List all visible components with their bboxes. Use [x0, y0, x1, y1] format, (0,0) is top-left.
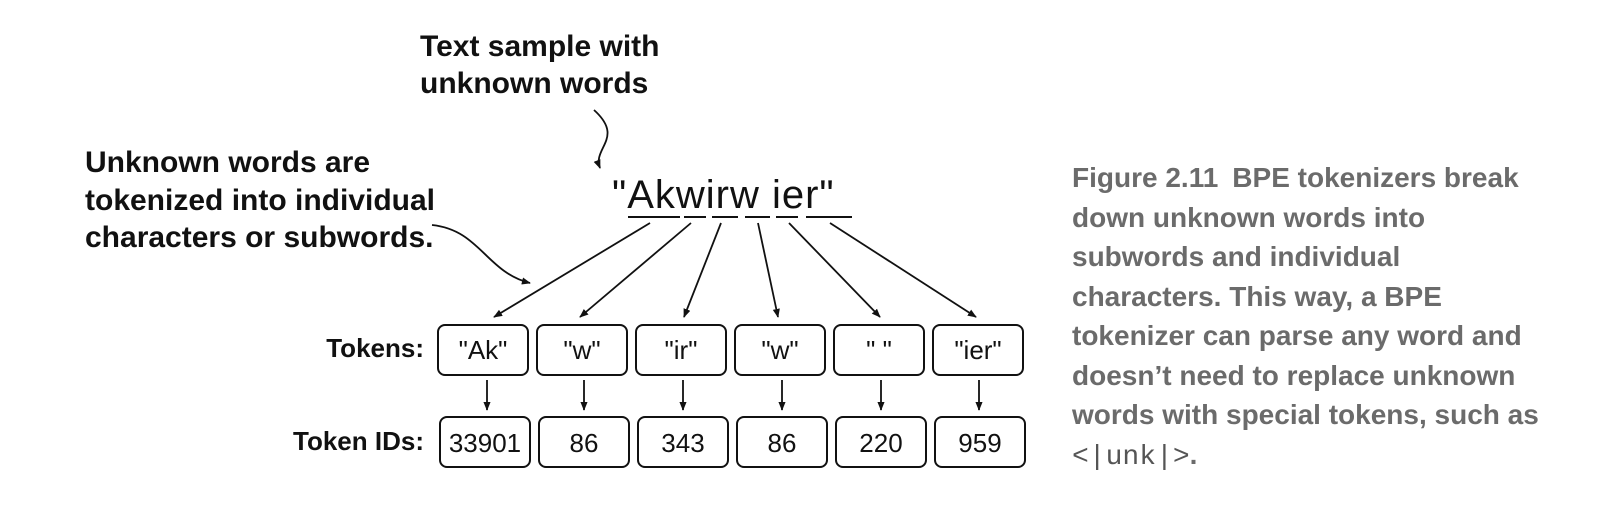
split-arrow	[788, 222, 881, 318]
figure-number: Figure 2.11	[1072, 162, 1219, 193]
split-arrow	[493, 222, 651, 318]
token-id-text: 86	[570, 428, 599, 458]
token-text: "Ak"	[459, 335, 508, 365]
split-arrow	[757, 222, 780, 318]
token-id-text: 959	[958, 428, 1001, 458]
annotation-line: characters or subwords.	[85, 221, 433, 254]
token-box: "w"	[536, 324, 628, 376]
split-arrow	[829, 222, 977, 318]
token-box: "Ak"	[437, 324, 529, 376]
token-id-row: 33901 86 343 86 220 959	[439, 416, 1026, 468]
token-id-box: 86	[538, 416, 630, 468]
token-box: "ir"	[635, 324, 727, 376]
token-id-box: 220	[835, 416, 927, 468]
token-box: "w"	[734, 324, 826, 376]
token-text: "w"	[563, 335, 600, 365]
caption-text: BPE tokenizers break down unknown words …	[1072, 162, 1539, 430]
token-row: "Ak" "w" "ir" "w" " " "ier"	[437, 324, 1024, 376]
token-id-box: 343	[637, 416, 729, 468]
annotation-line: tokenized into individual	[85, 184, 435, 217]
token-id-box: 33901	[439, 416, 531, 468]
tokens-row-label: Tokens:	[326, 333, 424, 363]
token-box: " "	[833, 324, 925, 376]
token-box: "ier"	[932, 324, 1024, 376]
annotation-line: Text sample with	[420, 30, 660, 63]
token-text: " "	[866, 335, 892, 365]
token-id-text: 33901	[449, 428, 521, 458]
token-ids-row-label: Token IDs:	[293, 426, 424, 456]
token-id-text: 220	[859, 428, 902, 458]
caption-end: .	[1189, 438, 1198, 470]
token-id-text: 86	[768, 428, 797, 458]
annotation-pointer	[431, 224, 531, 285]
token-text: "ir"	[665, 335, 698, 365]
token-id-box: 959	[934, 416, 1026, 468]
split-arrow	[579, 222, 692, 318]
sample-text: "Akwirw ier"	[612, 173, 835, 217]
token-id-text: 343	[661, 428, 704, 458]
annotation-pointer	[593, 109, 609, 169]
id-arrows	[483, 380, 983, 411]
text-sample-annotation: Text sample with unknown words	[420, 30, 660, 100]
split-arrow	[683, 222, 722, 318]
split-arrows	[493, 222, 977, 318]
token-text: "w"	[761, 335, 798, 365]
token-text: "ier"	[954, 335, 1001, 365]
unk-token-code: <|unk|>	[1072, 441, 1190, 473]
unknown-words-annotation: Unknown words are tokenized into individ…	[85, 146, 435, 254]
annotation-line: unknown words	[420, 67, 648, 100]
token-id-box: 86	[736, 416, 828, 468]
annotation-line: Unknown words are	[85, 146, 370, 179]
